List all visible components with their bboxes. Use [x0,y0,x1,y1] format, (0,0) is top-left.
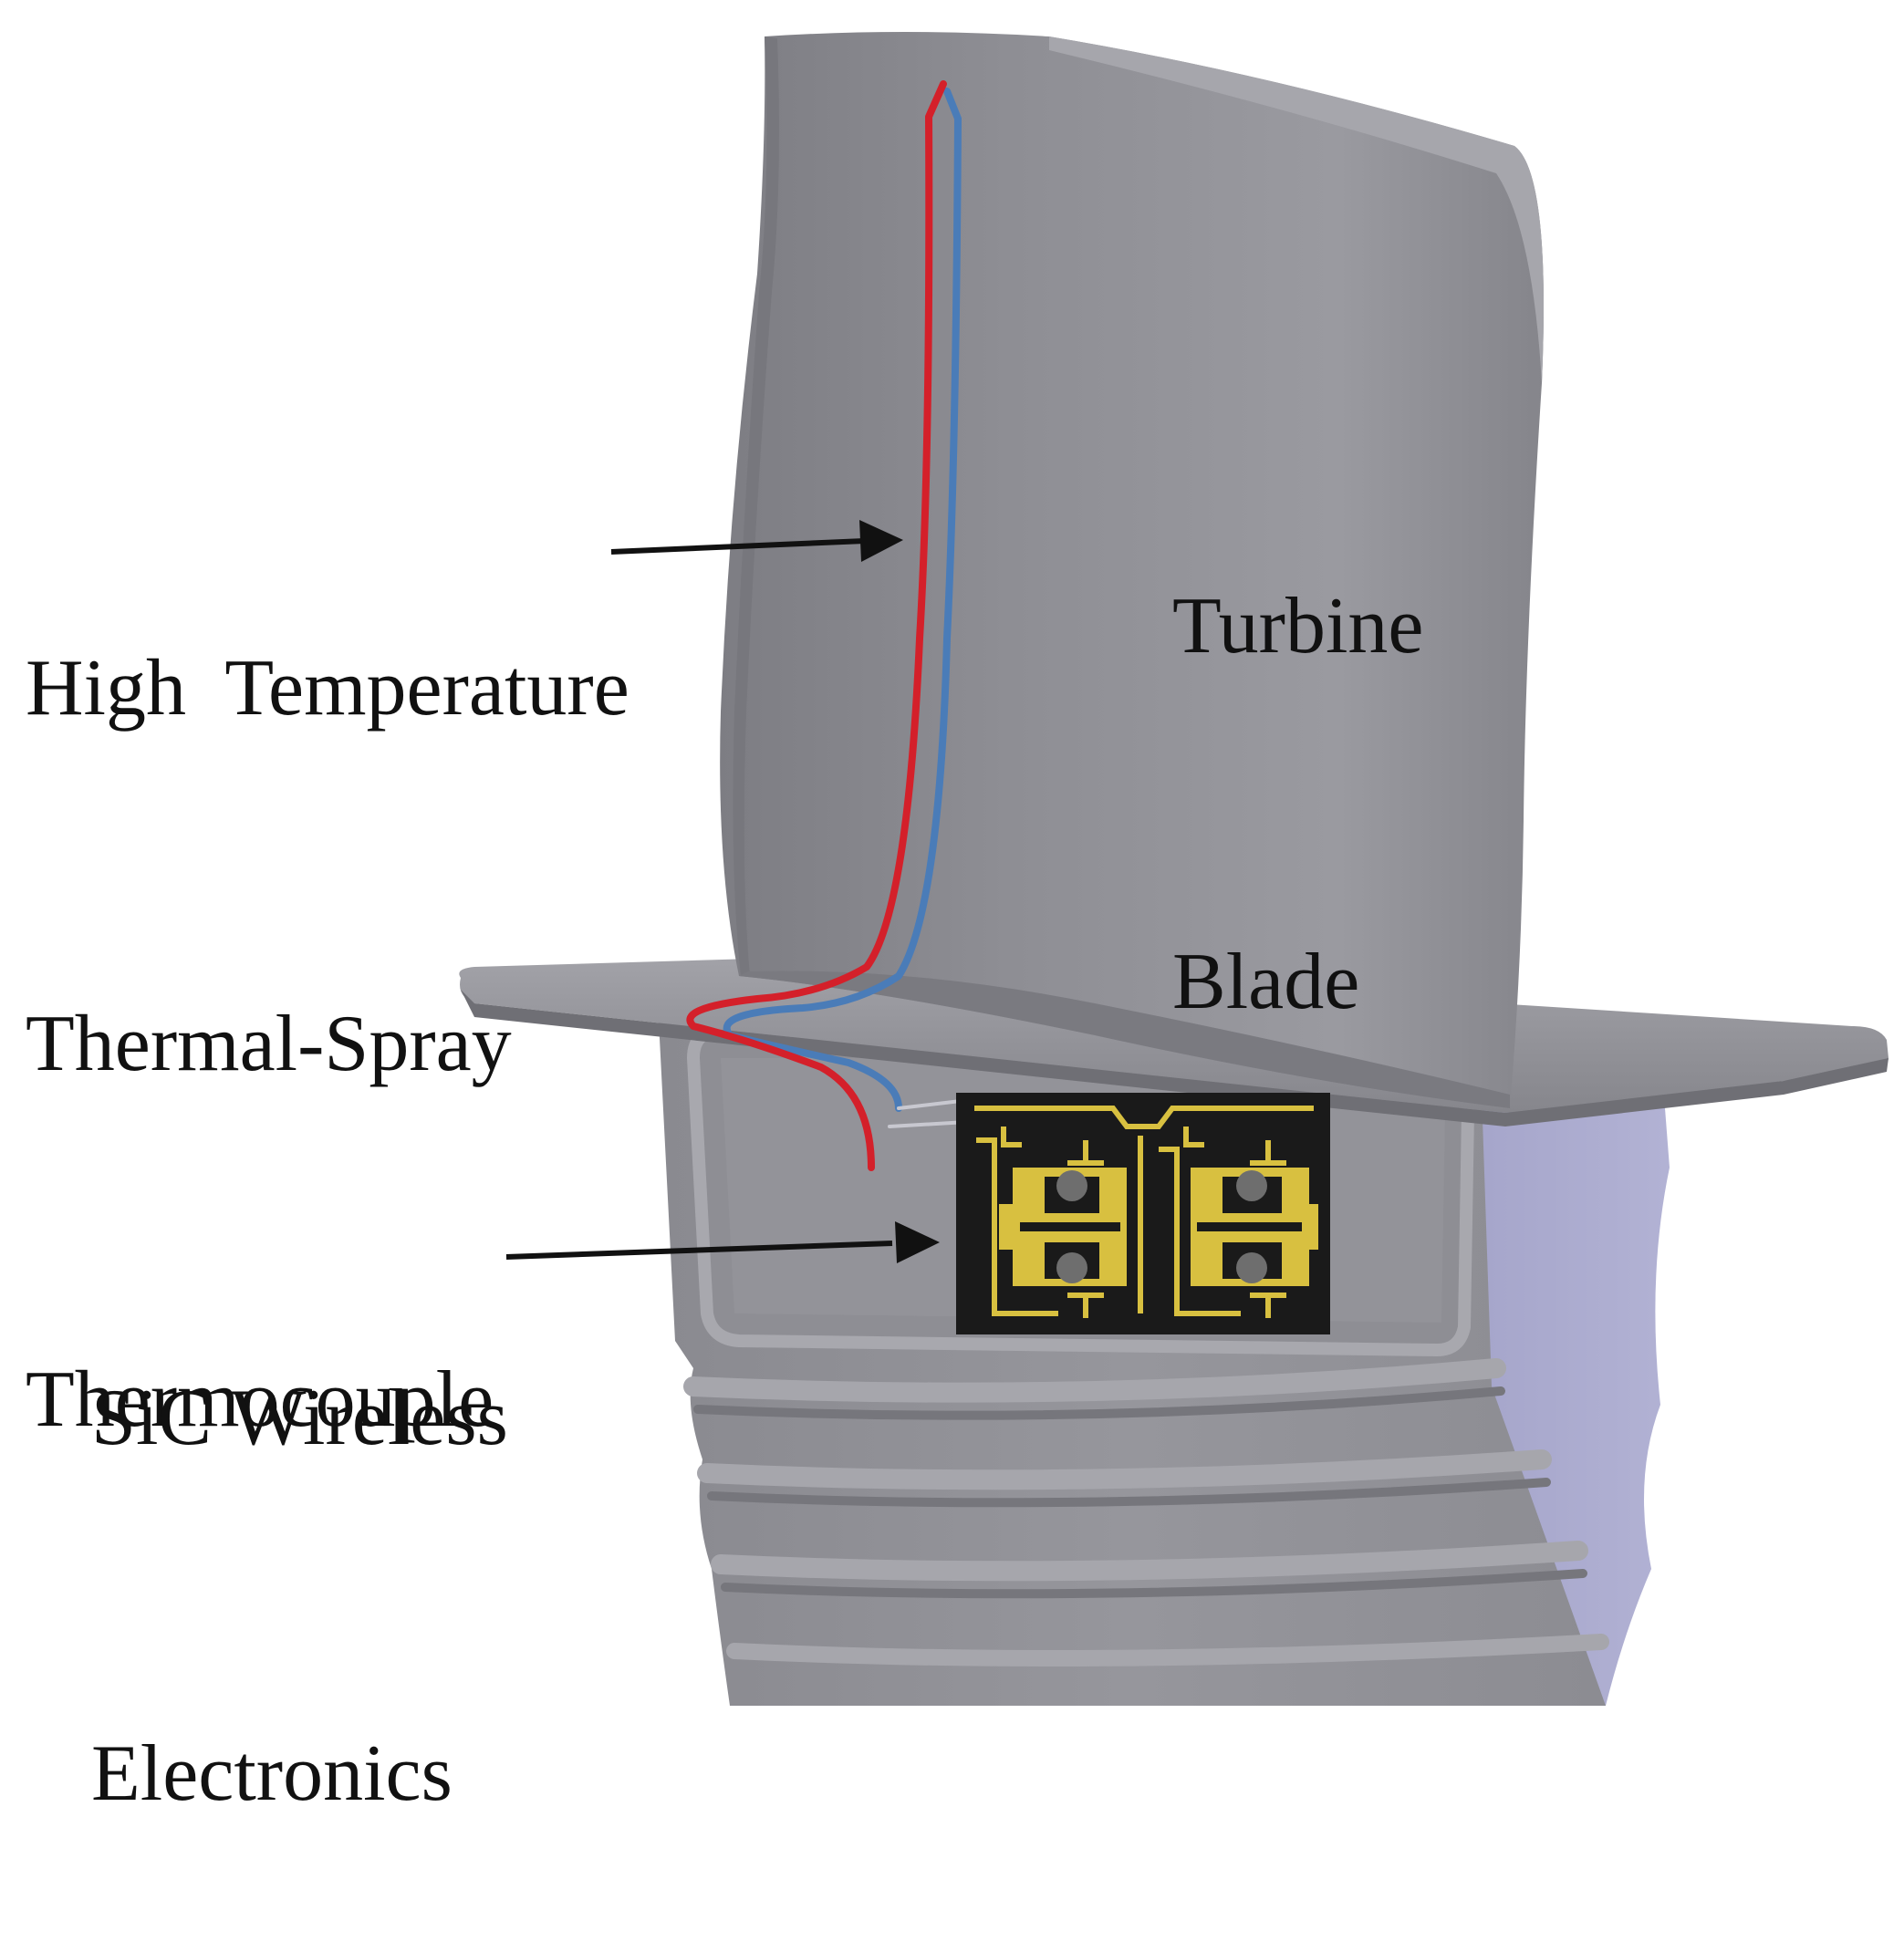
thermocouple-wire-blue [723,88,962,1112]
electronics-arrowhead [895,1221,940,1263]
electronics-arrow [505,1241,893,1260]
airfoil-fillet [739,971,1510,1108]
turbine-blade-label-line-1: Turbine [1172,582,1424,670]
callout-arrows [505,520,940,1263]
root-ridges [683,1358,1609,1666]
electronics-label-line-2: Electronics [91,1729,453,1818]
thermocouple-arrow [610,538,866,555]
electronics-label: SiC Wireless Electronics [91,1122,508,1952]
thermocouple-label-line-3: Thermocouple [26,1355,494,1444]
diagram-stage: High Temperature Thermal-Spray Thermocou… [26,32,1889,1818]
airfoil-tip-highlight [1049,36,1544,383]
thermocouple-wire-red [686,80,947,1171]
thermocouple-wires [686,80,978,1171]
thermocouple-label-line-1: High Temperature [26,644,629,732]
electronics-label-line-1: SiC Wireless [91,1374,508,1462]
thermocouple-label: High Temperature Thermal-Spray Thermocou… [26,392,629,1578]
sic-electronics-board [956,1093,1330,1334]
turbine-blade-label-line-2: Blade [1172,938,1360,1026]
airfoil-leading-edge [733,36,779,976]
thermocouple-label-line-2: Thermal-Spray [26,1000,512,1088]
turbine-blade-illustration [459,32,1889,1706]
thermocouple-arrowhead [859,520,903,562]
turbine-blade-label: Turbine Blade [1172,330,1423,1160]
